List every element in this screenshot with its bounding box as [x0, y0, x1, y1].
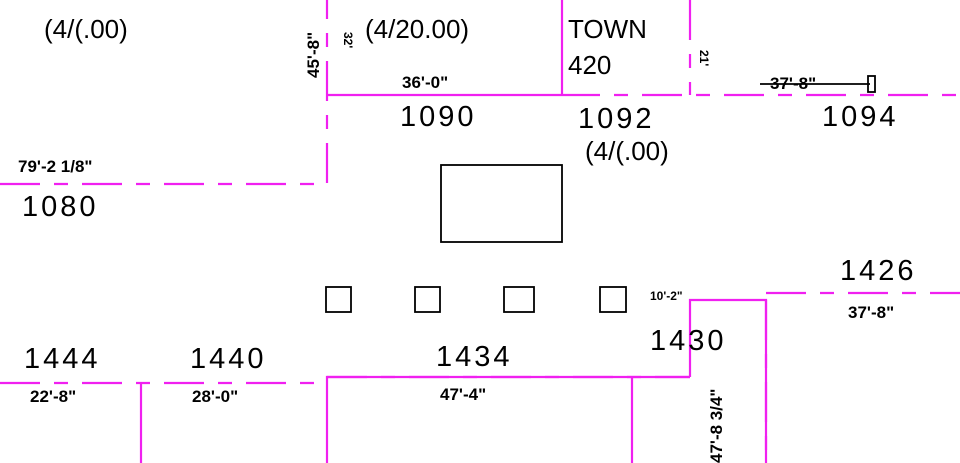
lot-number: 1426	[840, 255, 917, 287]
area-label: (4/20.00)	[365, 14, 469, 44]
town-number: 420	[568, 50, 611, 80]
lot-number: 1434	[436, 341, 513, 373]
dimension-label: 32'	[341, 32, 355, 48]
lot-number: 1430	[650, 325, 727, 357]
pier-square	[599, 286, 627, 313]
lot-number: 1444	[24, 343, 101, 375]
dimension-label: 47'-8 3/4"	[707, 389, 726, 463]
pier-square	[414, 286, 441, 313]
dimension-label: 37'-8"	[848, 303, 894, 322]
dimension-label: 28'-0"	[192, 387, 238, 406]
area-label: (4/(.00)	[585, 136, 669, 166]
pier-square	[503, 286, 535, 313]
lot-number: 1080	[22, 191, 99, 223]
dimension-label: 79'-2 1/8"	[18, 157, 92, 176]
dimension-label: 36'-0"	[402, 73, 448, 92]
dimension-tick	[867, 75, 876, 93]
dimension-label: 37'-8"	[770, 74, 816, 93]
lot-number: 1090	[400, 101, 477, 133]
dimension-label: 45'-8"	[304, 32, 323, 78]
building-outline	[440, 164, 563, 243]
lot-number: 1092	[578, 103, 655, 135]
town-label: TOWN	[568, 14, 647, 44]
dimension-label: 21'	[697, 50, 711, 66]
dimension-label: 47'-4"	[440, 385, 486, 404]
lot-number: 1440	[190, 343, 267, 375]
dimension-label: 10'-2"	[650, 289, 683, 303]
dimension-label: 22'-8"	[30, 387, 76, 406]
area-label: (4/(.00)	[44, 14, 128, 44]
pier-square	[325, 286, 352, 313]
lot-number: 1094	[822, 101, 899, 133]
